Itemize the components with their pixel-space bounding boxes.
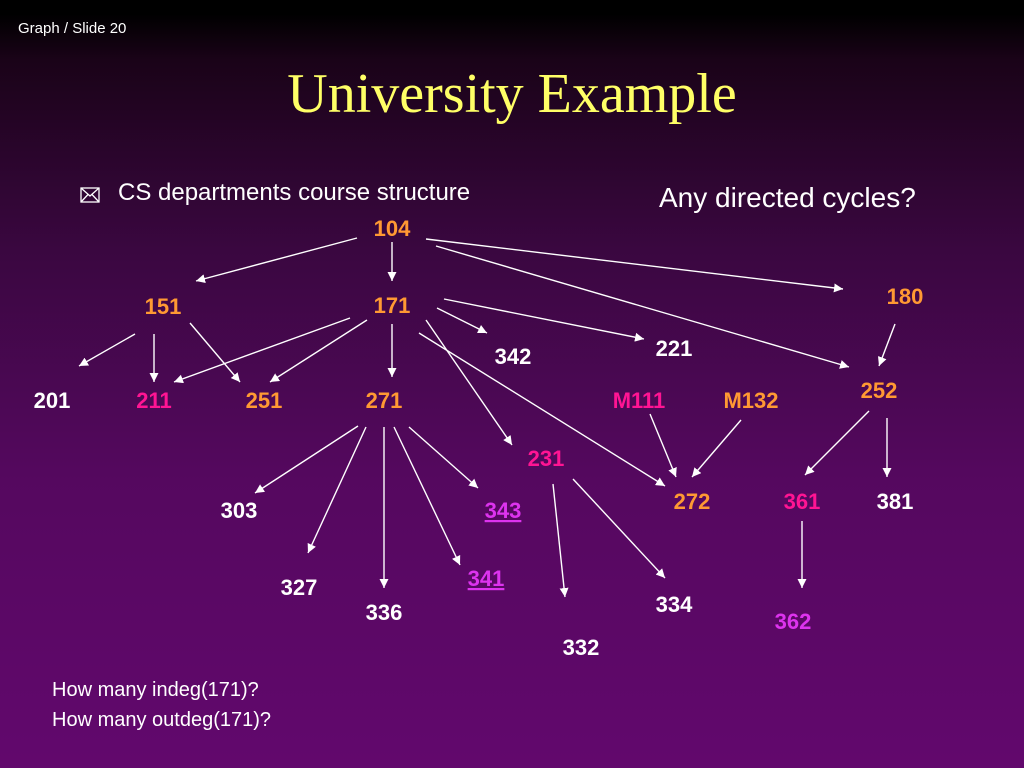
edge-231-334 <box>572 478 666 579</box>
node-271: 271 <box>366 388 403 413</box>
edge-171-211 <box>173 317 351 384</box>
node-303: 303 <box>221 498 258 523</box>
node-231: 231 <box>528 446 565 471</box>
node-180: 180 <box>887 284 924 309</box>
node-341: 341 <box>468 566 505 591</box>
edge-271-343 <box>408 426 479 489</box>
node-336: 336 <box>366 600 403 625</box>
edge-271-327 <box>307 426 367 554</box>
node-252: 252 <box>861 378 898 403</box>
edge-252-361 <box>804 410 870 476</box>
edge-180-252 <box>877 323 896 367</box>
node-211: 211 <box>136 388 172 413</box>
edge-151-201 <box>78 333 136 367</box>
edge-271-303 <box>254 425 359 494</box>
node-343: 343 <box>485 498 522 523</box>
bullet-text: CS departments course structure <box>118 179 471 206</box>
edge-151-251 <box>189 322 241 383</box>
outdeg-question: How many outdeg(171)? <box>52 709 272 731</box>
nodes: 104 151 171 180 342 221 252 201 211 251 … <box>34 216 924 660</box>
edge-104-252 <box>435 245 850 369</box>
node-327: 327 <box>281 575 318 600</box>
edge-231-332 <box>552 483 569 598</box>
top-bar <box>0 0 1024 14</box>
edge-104-151 <box>195 237 358 284</box>
node-272: 272 <box>674 489 711 514</box>
cycles-question: Any directed cycles? <box>659 182 916 213</box>
node-334: 334 <box>656 592 693 617</box>
edge-271-341 <box>393 426 461 566</box>
node-151: 151 <box>145 294 182 319</box>
node-201: 201 <box>34 388 71 413</box>
node-362: 362 <box>775 609 812 634</box>
slide-label: Graph / Slide 20 <box>18 20 127 37</box>
node-332: 332 <box>563 635 600 660</box>
node-342: 342 <box>495 344 532 369</box>
edge-171-221 <box>443 298 645 342</box>
slide-title: University Example <box>287 63 737 125</box>
edge-171-342 <box>436 307 488 334</box>
edge-171-231 <box>425 319 513 446</box>
node-361: 361 <box>784 489 821 514</box>
edge-171-251 <box>269 319 368 383</box>
edge-171-272 <box>418 332 666 487</box>
indeg-question: How many indeg(171)? <box>52 679 259 701</box>
node-381: 381 <box>877 489 914 514</box>
node-104: 104 <box>374 216 411 241</box>
node-M111: M111 <box>613 388 666 413</box>
edges <box>78 237 896 598</box>
edge-M132-272 <box>691 419 742 478</box>
node-251: 251 <box>246 388 283 413</box>
node-171: 171 <box>374 293 411 318</box>
edge-104-180 <box>425 238 844 293</box>
edge-M111-272 <box>649 413 677 478</box>
node-221: 221 <box>656 336 693 361</box>
envelope-bullet-icon <box>80 187 100 203</box>
node-M132: M132 <box>723 388 778 413</box>
